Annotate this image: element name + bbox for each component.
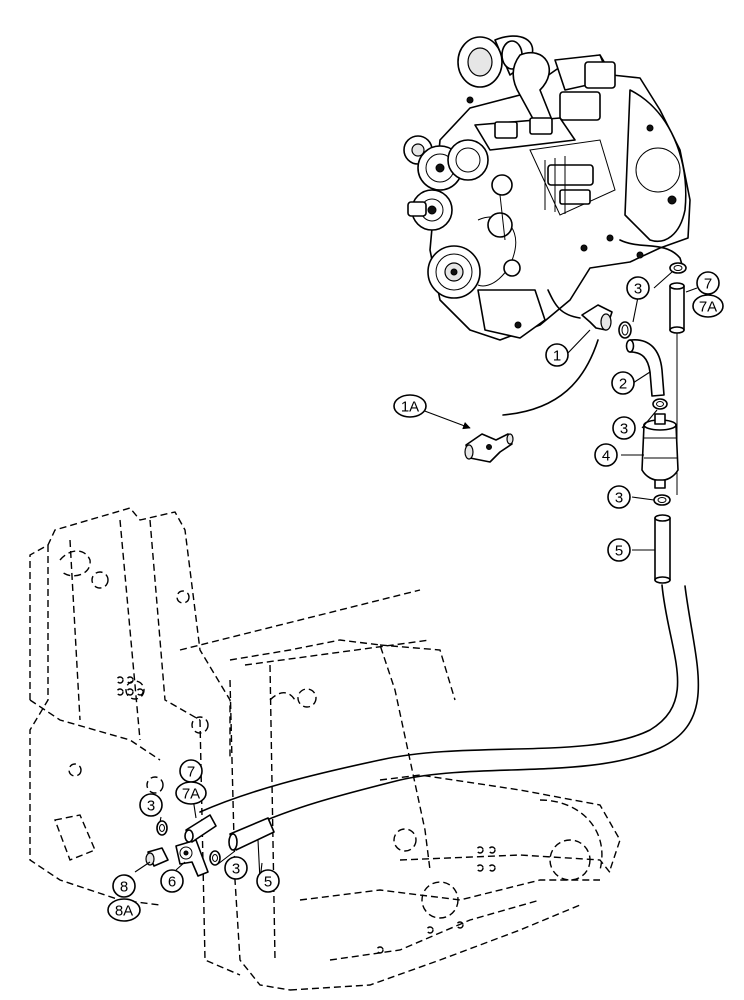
- breather-tube-upper: [619, 239, 684, 269]
- svg-text:3: 3: [147, 798, 155, 815]
- callout-7-upper: 7: [696, 271, 720, 295]
- part-8-fitting: [145, 847, 169, 867]
- svg-text:4: 4: [602, 448, 610, 465]
- part-3-clamp-b: [652, 398, 668, 410]
- callout-5-bottom: 5: [256, 869, 280, 893]
- machine-frame: [29, 507, 621, 991]
- callout-5-right: 5: [607, 538, 631, 562]
- part-1-elbow: [581, 304, 613, 331]
- svg-text:3: 3: [615, 490, 623, 507]
- part-3-clamp-lower-a: [156, 820, 168, 836]
- callout-7a-lower: 7A: [175, 781, 207, 805]
- svg-text:7: 7: [187, 764, 195, 781]
- callout-8: 8: [112, 874, 136, 898]
- svg-text:7A: 7A: [699, 299, 717, 316]
- svg-text:6: 6: [168, 874, 176, 891]
- svg-text:1: 1: [553, 348, 561, 365]
- callout-3-upper: 3: [626, 276, 650, 300]
- callout-3-lower-right: 3: [607, 485, 631, 509]
- hose-5-line-b: [243, 585, 700, 831]
- svg-text:3: 3: [634, 281, 642, 298]
- svg-text:3: 3: [620, 421, 628, 438]
- svg-text:7: 7: [704, 276, 712, 293]
- svg-text:8: 8: [120, 879, 128, 896]
- callout-6: 6: [160, 869, 184, 893]
- callout-3-lower-left: 3: [139, 793, 163, 817]
- part-1a-elbow: [464, 433, 514, 463]
- svg-text:7A: 7A: [182, 786, 200, 803]
- callout-3-mid: 3: [612, 416, 636, 440]
- callout-3-bottom: 3: [224, 856, 248, 880]
- svg-text:1A: 1A: [401, 399, 419, 416]
- part-2-bent-hose: [625, 339, 665, 397]
- svg-text:5: 5: [264, 874, 272, 891]
- engine-assembly: [403, 35, 691, 341]
- svg-text:3: 3: [232, 861, 240, 878]
- svg-text:5: 5: [615, 543, 623, 560]
- part-6-tee: [175, 839, 209, 877]
- part-3-clamp-c: [653, 494, 671, 506]
- part-4-filter: [641, 413, 679, 489]
- callout-4: 4: [594, 443, 618, 467]
- part-3-clamp-upper-right: [669, 262, 687, 274]
- callout-1: 1: [545, 343, 569, 367]
- part-7-tube: [669, 282, 685, 334]
- leader-lines: [134, 271, 698, 881]
- callout-7-lower: 7: [179, 759, 203, 783]
- svg-text:8A: 8A: [115, 903, 133, 920]
- callout-1a: 1A: [393, 394, 427, 418]
- callout-8a: 8A: [107, 898, 141, 922]
- part-3-clamp-lower-b: [209, 850, 221, 866]
- breather-tube: [547, 289, 581, 319]
- part-3-clamp-a: [618, 321, 632, 339]
- hose-5-line-a: [199, 584, 679, 813]
- callout-2: 2: [611, 371, 635, 395]
- part-5-tube-lower: [228, 817, 275, 851]
- svg-text:2: 2: [619, 376, 627, 393]
- callout-7a-upper: 7A: [692, 294, 724, 318]
- detail-arc: [502, 339, 599, 416]
- part-5-hose-upper: [654, 514, 671, 584]
- part-7-tube-lower: [184, 814, 217, 843]
